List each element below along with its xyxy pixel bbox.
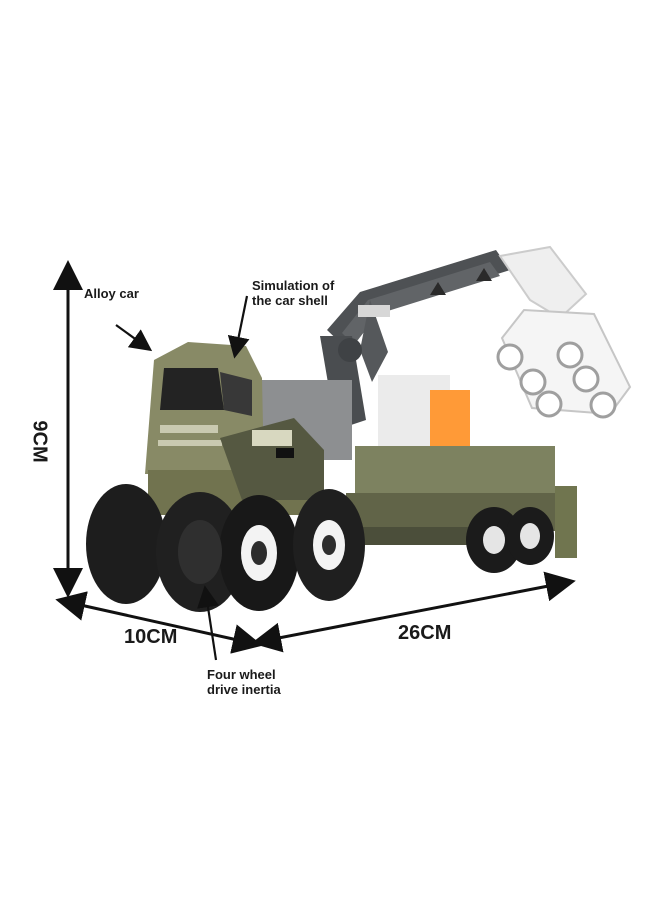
- shell-pointer: [227, 295, 250, 359]
- height-dimension-text: 9CM: [28, 420, 51, 463]
- four-wheel-line-1: Four wheel: [207, 667, 276, 682]
- simulation-label: Simulation of the car shell: [252, 278, 335, 309]
- four-wheel-line-2: drive inertia: [207, 681, 281, 697]
- width-dimension-arrow: [55, 591, 263, 654]
- truck-cab: [145, 342, 324, 515]
- width-dimension-label: 10CM: [124, 626, 177, 649]
- length-dimension-text: 26CM: [398, 622, 452, 644]
- alloy-car-label: Alloy car: [84, 286, 139, 302]
- alloy-car-pointer: [115, 324, 153, 352]
- rear-wheels: [466, 507, 554, 573]
- length-dimension-arrow: [251, 571, 576, 653]
- four-wheel-label: Four wheel drive inertia: [207, 667, 281, 698]
- height-dimension-label: 9CM: [28, 420, 51, 462]
- length-dimension-label: 26CM: [398, 622, 451, 645]
- width-dimension-text: 10CM: [124, 626, 178, 648]
- crane-claw: [496, 245, 632, 419]
- simulation-line-1: Simulation of: [252, 278, 335, 293]
- alloy-car-text: Alloy car: [84, 286, 139, 301]
- simulation-line-2: the car shell: [252, 292, 328, 308]
- front-wheels: [86, 484, 365, 612]
